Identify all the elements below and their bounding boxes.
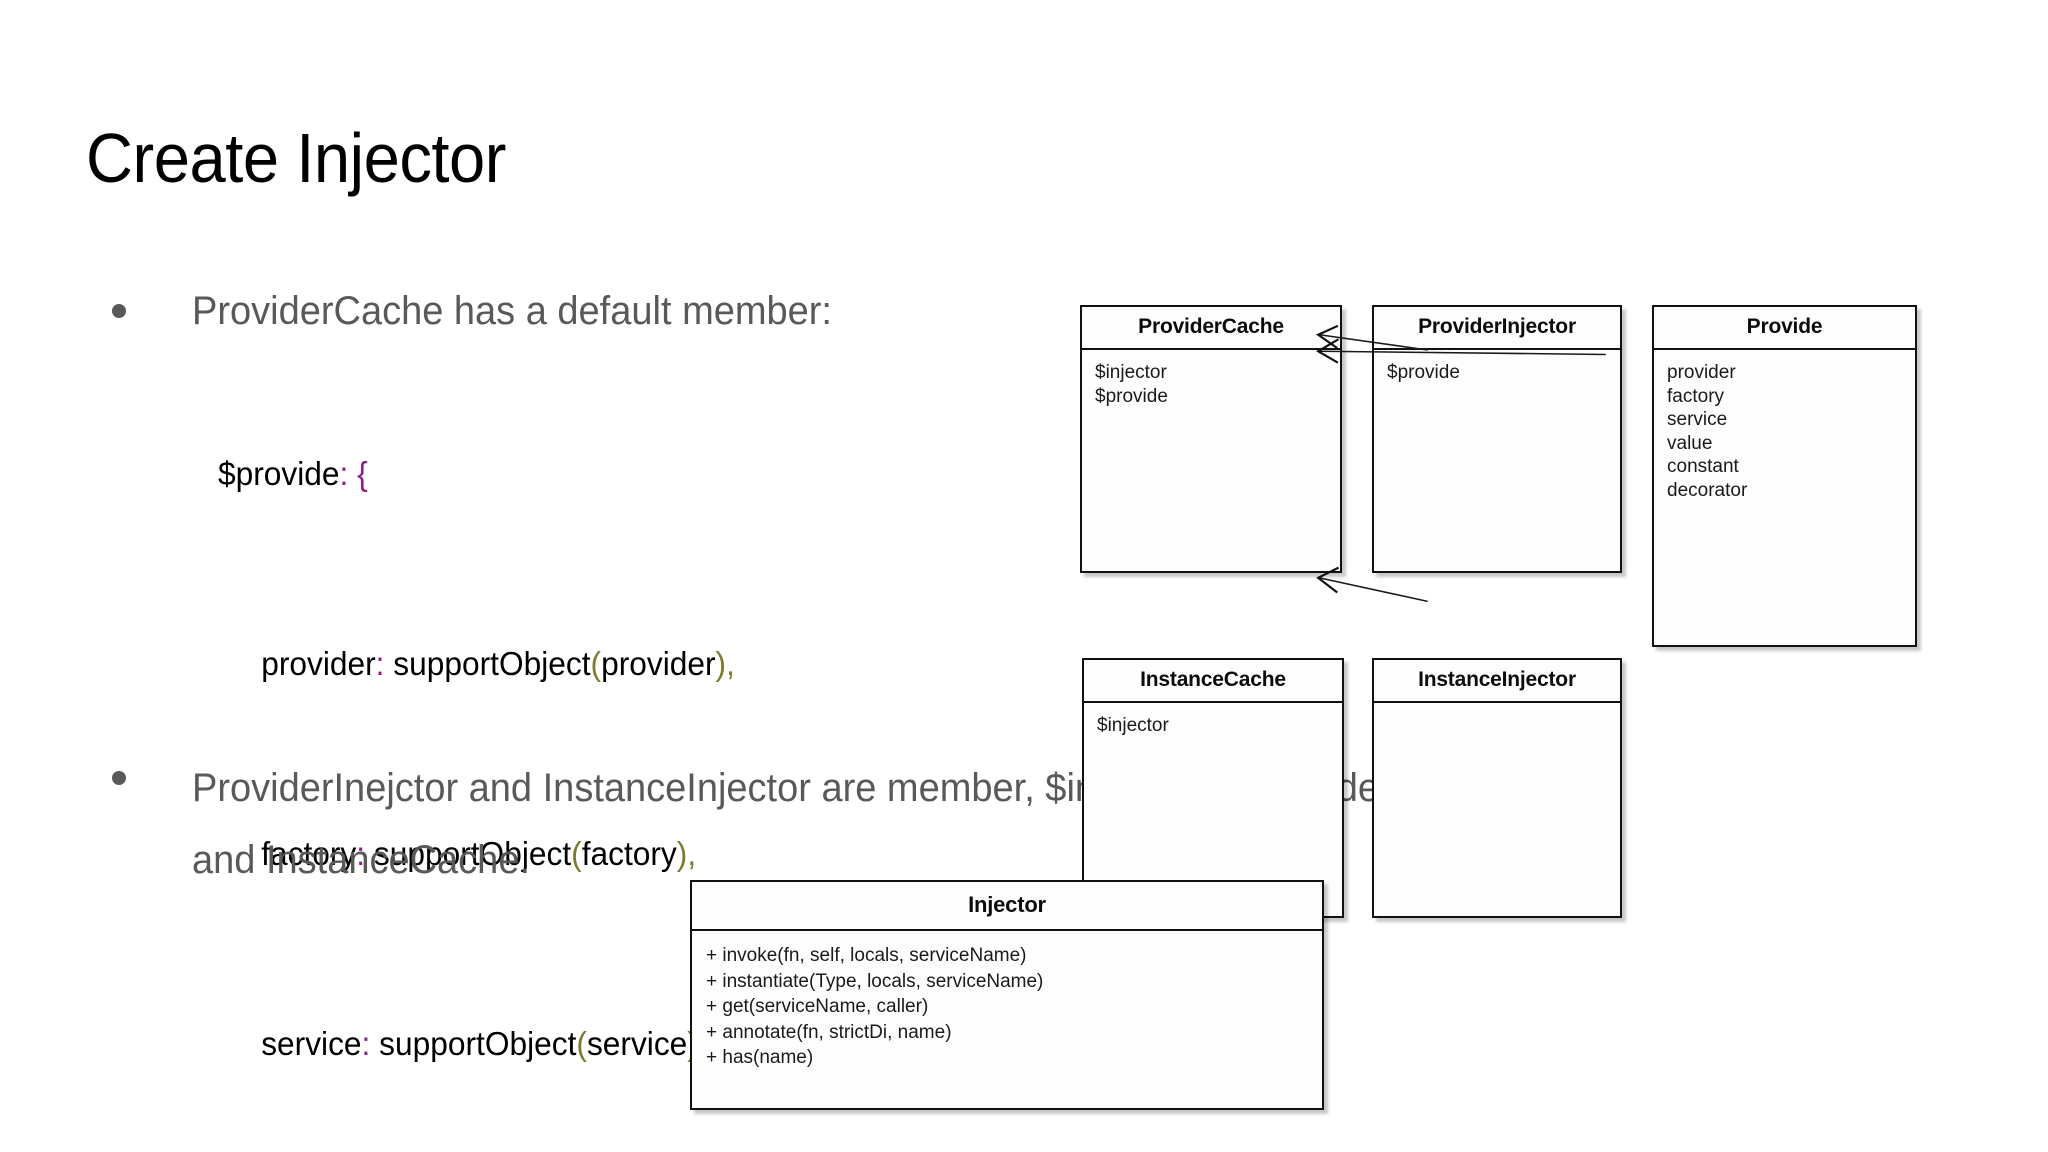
uml-method: + instantiate(Type, locals, serviceName) <box>706 970 1044 992</box>
uml-class-instanceinjector: InstanceInjector <box>1372 658 1622 918</box>
code-colon: : <box>356 835 366 872</box>
code-fn: supportObject <box>365 835 572 872</box>
uml-class-members <box>1374 703 1620 720</box>
code-arg: service <box>586 1025 688 1062</box>
code-paren-close: ) <box>676 835 688 872</box>
uml-class-title: Injector <box>692 882 1322 931</box>
uml-class-diagram: ProviderCache $injector $provide Provide… <box>1080 280 1970 918</box>
uml-class-provide: Provide provider factory service value c… <box>1652 305 1917 647</box>
code-comma: , <box>726 645 735 682</box>
uml-class-members: $injector $provide <box>1082 350 1340 414</box>
uml-class-title: InstanceInjector <box>1374 660 1620 703</box>
bullet-item-1: ProviderCache has a default member: <box>112 285 866 337</box>
uml-method: + get(serviceName, caller) <box>706 996 929 1017</box>
code-paren-close: ) <box>715 645 727 682</box>
uml-member: value <box>1667 432 1713 454</box>
code-key: $provide <box>218 455 340 492</box>
code-paren-open: ( <box>590 645 602 682</box>
relation-line-instanceinjector <box>1319 577 1428 603</box>
uml-member: $provide <box>1095 385 1168 407</box>
code-arg: provider <box>601 645 716 682</box>
uml-member: constant <box>1667 456 1739 477</box>
code-comma: , <box>687 835 697 872</box>
code-open-brace: { <box>348 455 368 492</box>
uml-class-instancecache: InstanceCache $injector <box>1082 658 1344 918</box>
page-title: Create Injector <box>86 119 506 197</box>
code-key: provider <box>261 645 376 682</box>
code-block: $provide: { provider: supportObject(prov… <box>218 355 745 1152</box>
code-key: factory <box>261 835 357 872</box>
uml-class-title: ProviderCache <box>1082 307 1340 350</box>
bullet-marker-icon <box>112 304 126 318</box>
code-line-2: factory: supportObject(factory), <box>218 830 745 878</box>
code-paren-open: ( <box>571 835 582 872</box>
code-key: service <box>261 1025 362 1062</box>
uml-member: factory <box>1667 385 1725 407</box>
uml-class-title: InstanceCache <box>1084 660 1342 703</box>
uml-member: provider <box>1667 362 1736 383</box>
code-arg: factory <box>581 835 677 872</box>
uml-class-methods: + invoke(fn, self, locals, serviceName) … <box>692 931 1322 1079</box>
uml-class-title: Provide <box>1654 307 1915 350</box>
code-line-0: $provide: { <box>218 450 745 498</box>
bullet-marker-icon <box>112 771 126 785</box>
code-fn: supportObject <box>384 645 591 682</box>
uml-class-providercache: ProviderCache $injector $provide <box>1080 305 1342 573</box>
uml-method: + annotate(fn, strictDi, name) <box>706 1021 952 1043</box>
uml-class-title: ProviderInjector <box>1374 307 1620 350</box>
code-colon: : <box>339 455 349 492</box>
uml-class-members: provider factory service value constant … <box>1654 350 1915 508</box>
code-fn: supportObject <box>370 1025 577 1062</box>
uml-member: decorator <box>1667 479 1748 501</box>
code-paren-open: ( <box>576 1025 587 1062</box>
uml-member: service <box>1667 409 1728 430</box>
uml-class-injector: Injector + invoke(fn, self, locals, serv… <box>690 880 1324 1110</box>
code-line-3: service: supportObject(service), <box>218 1020 745 1068</box>
uml-member: $provide <box>1387 362 1460 383</box>
code-line-1: provider: supportObject(provider), <box>218 640 745 688</box>
uml-class-members: $injector <box>1084 703 1342 744</box>
uml-class-providerinjector: ProviderInjector $provide <box>1372 305 1622 573</box>
uml-member: $injector <box>1095 362 1167 383</box>
bullet-label-1: ProviderCache has a default member: <box>192 289 832 333</box>
code-colon: : <box>361 1025 371 1062</box>
uml-method: + invoke(fn, self, locals, serviceName) <box>706 945 1027 966</box>
uml-member: $injector <box>1097 715 1169 736</box>
uml-method: + has(name) <box>706 1047 814 1068</box>
injector-class-diagram: Injector + invoke(fn, self, locals, serv… <box>690 880 1330 1115</box>
uml-class-members: $provide <box>1374 350 1620 391</box>
code-colon: : <box>375 645 385 682</box>
